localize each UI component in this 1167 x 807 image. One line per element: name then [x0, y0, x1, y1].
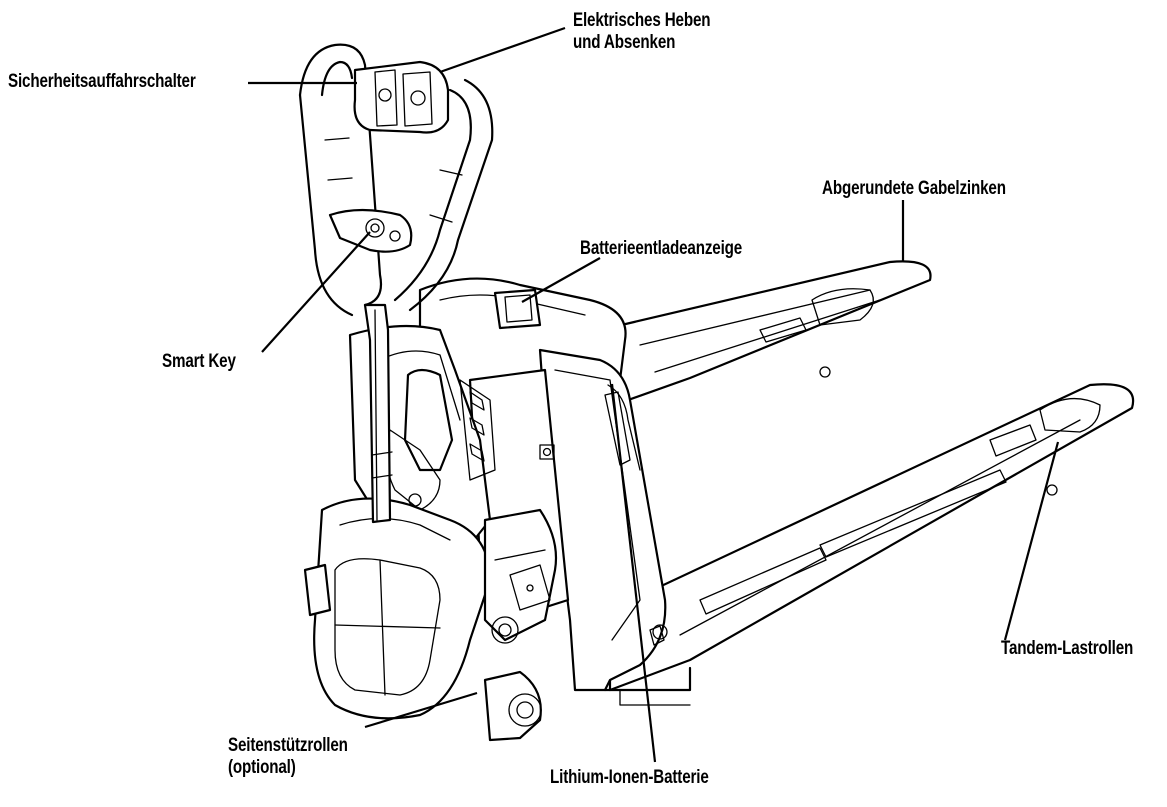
tiller-handle: [298, 43, 494, 524]
leader-lines: [248, 26, 1060, 763]
label-rounded-forks: Abgerundete Gabelzinken: [822, 178, 1006, 200]
label-side-rollers-line1: Seitenstützrollen: [228, 735, 348, 756]
label-side-rollers: Seitenstützrollen (optional): [228, 735, 348, 779]
label-battery-indicator-text: Batterieentladeanzeige: [580, 238, 743, 259]
label-lithium-battery-text: Lithium-Ionen-Batterie: [550, 767, 709, 788]
label-lithium-battery: Lithium-Ionen-Batterie: [550, 767, 709, 789]
label-electric-lift-line2: und Absenken: [573, 32, 676, 53]
label-side-rollers-line2: (optional): [228, 757, 296, 778]
front-fork: [603, 383, 1135, 706]
label-smart-key: Smart Key: [162, 351, 236, 373]
label-rounded-forks-text: Abgerundete Gabelzinken: [822, 178, 1006, 199]
label-battery-indicator: Batterieentladeanzeige: [580, 238, 742, 260]
label-tandem-rollers-text: Tandem-Lastrollen: [1001, 638, 1134, 659]
label-tandem-rollers: Tandem-Lastrollen: [1001, 638, 1133, 660]
label-electric-lift: Elektrisches Heben und Absenken: [573, 10, 711, 54]
label-safety-switch: Sicherheitsauffahrschalter: [8, 71, 196, 93]
rear-fork: [598, 260, 932, 412]
label-smart-key-text: Smart Key: [162, 351, 236, 372]
label-electric-lift-line1: Elektrisches Heben: [573, 10, 711, 31]
label-safety-switch-text: Sicherheitsauffahrschalter: [8, 71, 196, 92]
